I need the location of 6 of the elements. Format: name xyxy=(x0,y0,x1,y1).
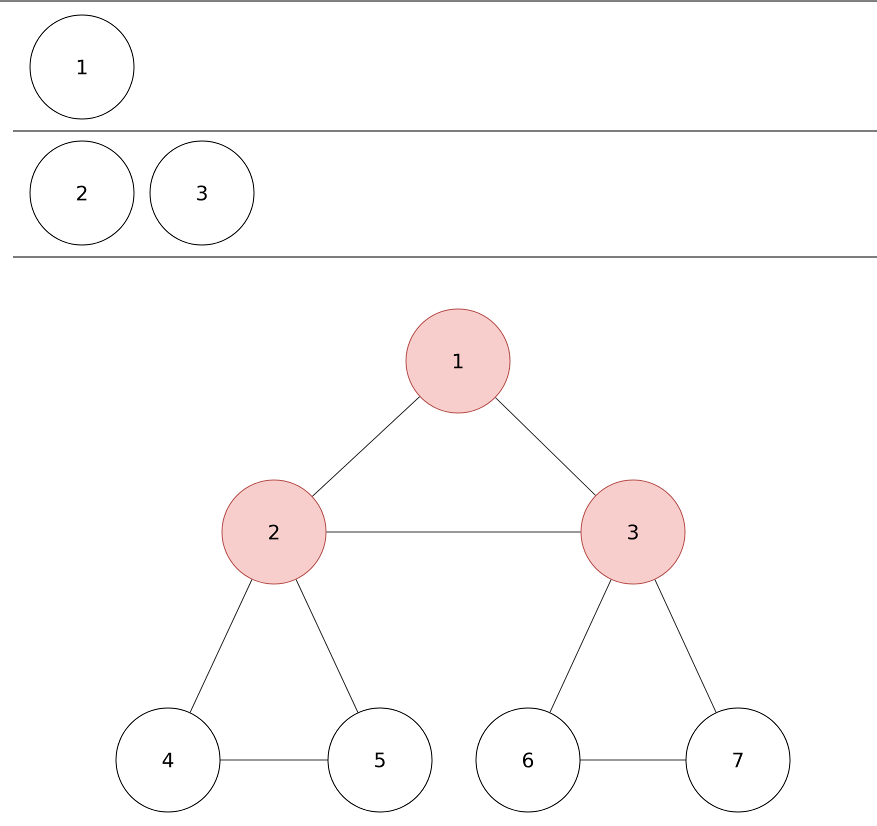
connector-line xyxy=(190,579,252,713)
connector-line xyxy=(296,579,358,713)
connector-line xyxy=(312,396,420,497)
connector-line xyxy=(495,397,596,496)
connector-line xyxy=(549,579,612,713)
connector-line xyxy=(654,579,717,713)
